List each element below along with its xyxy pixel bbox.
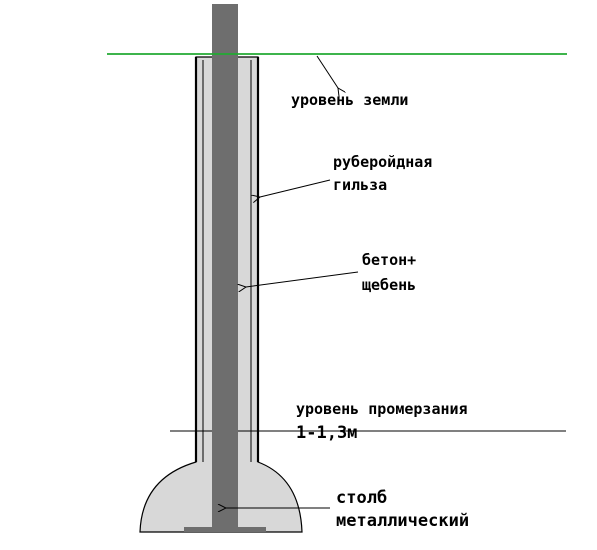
frost-level-label-line1: уровень промерзания — [296, 400, 468, 418]
ground-level-arrow — [316, 55, 338, 88]
sleeve-label-line1: руберойдная — [333, 153, 432, 171]
concrete-label-line2: щебень — [362, 276, 416, 294]
sleeve-label-line2: гильза — [333, 176, 387, 194]
metal-post — [212, 4, 238, 528]
concrete-arrow — [246, 271, 359, 287]
post-base-plate — [184, 527, 266, 532]
frost-depth-label: 1-1,3м — [296, 423, 357, 443]
post-label-line1: столб — [336, 488, 387, 508]
post-label-line2: металлический — [336, 511, 469, 531]
sleeve-arrow — [260, 179, 331, 197]
ground-level-label: уровень земли — [291, 91, 408, 109]
concrete-label-line1: бетон+ — [362, 251, 416, 269]
